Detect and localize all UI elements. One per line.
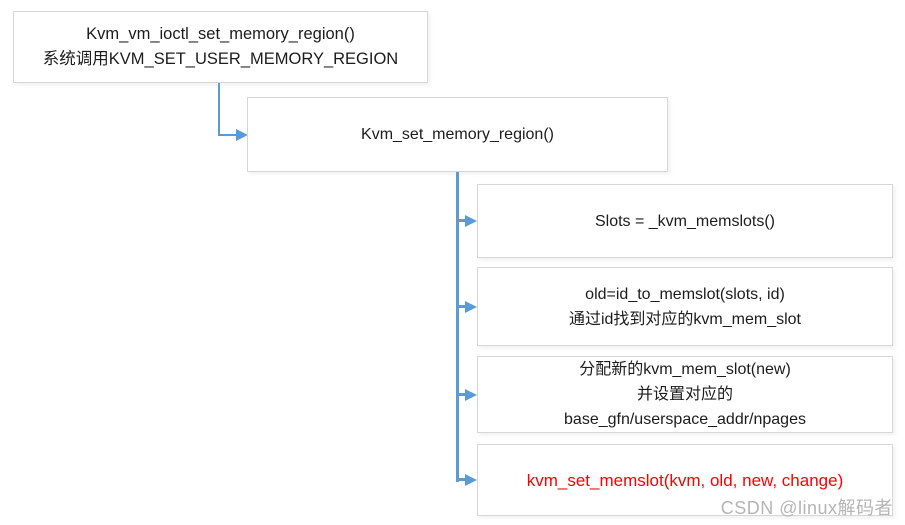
connector-trunk-vertical [456,172,459,482]
node-text-line: 系统调用KVM_SET_USER_MEMORY_REGION [42,50,399,68]
node-alloc-new-kvm-mem-slot: 分配新的kvm_mem_slot(new) 并设置对应的 base_gfn/us… [477,356,893,433]
connector-stub-horizontal [456,478,466,481]
node-kvm-vm-ioctl-set-memory-region: Kvm_vm_ioctl_set_memory_region() 系统调用KVM… [13,11,428,83]
node-old-id-to-memslot: old=id_to_memslot(slots, id) 通过id找到对应的kv… [477,267,893,346]
node-kvm-set-memory-region: Kvm_set_memory_region() [247,97,668,172]
arrowhead-right-icon [236,129,248,141]
node-text-line: 并设置对应的 [636,386,733,403]
arrowhead-right-icon [465,389,477,401]
node-text-line: base_gfn/userspace_addr/npages [564,411,806,428]
arrowhead-right-icon [465,215,477,227]
node-slots-kvm-memslots: Slots = _kvm_memslots() [477,184,893,258]
node-text-line: 通过id找到对应的kvm_mem_slot [568,310,802,328]
arrowhead-right-icon [465,474,477,486]
node-kvm-set-memslot: kvm_set_memslot(kvm, old, new, change) [477,444,893,516]
node-text-line: Slots = _kvm_memslots() [594,212,776,230]
node-text-line: Kvm_set_memory_region() [361,126,554,143]
watermark: CSDN @linux解码者 [720,498,893,518]
node-text-line: old=id_to_memslot(slots, id) [585,285,785,303]
connector-elbow-horizontal [218,134,237,136]
node-text-line: 分配新的kvm_mem_slot(new) [579,361,791,378]
connector-stub-horizontal [456,305,466,308]
node-text-line: Kvm_vm_ioctl_set_memory_region() [86,25,355,43]
connector-elbow-vertical [218,83,220,136]
connector-stub-horizontal [456,219,466,222]
arrowhead-right-icon [465,301,477,313]
node-text-line-highlighted: kvm_set_memslot(kvm, old, new, change) [526,470,844,490]
connector-stub-horizontal [456,393,466,396]
